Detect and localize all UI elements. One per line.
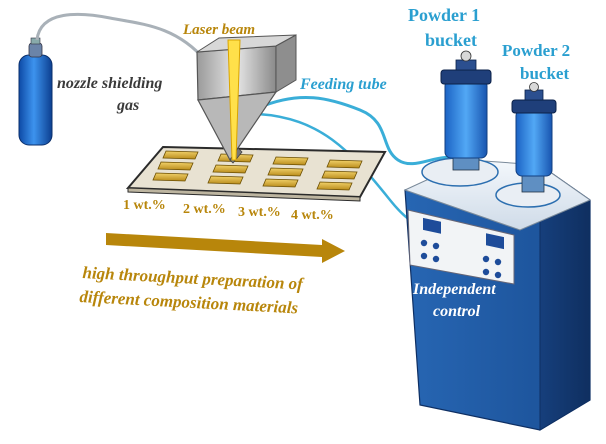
composition-label-4: 4 wt.% [291,208,334,223]
sample-bars [152,150,363,191]
feeding-tube-1 [257,96,461,166]
powder-bucket-2 [495,82,561,208]
gas-hose [35,12,207,61]
process-arrow [106,233,345,263]
control-panel [407,209,515,285]
sample-bar [272,156,309,166]
sample-bar [207,175,244,185]
sample-bar [162,150,199,160]
panel-knob [482,255,490,263]
powder2-label-line2: bucket [520,64,570,83]
laser-beam [227,39,241,161]
nozzle-gas-label-line1: nozzle shielding [57,75,163,92]
sample-bar [267,167,304,177]
laser-beam-label: Laser beam [183,22,256,38]
control-label-line2: control [433,303,481,320]
powder1-label-line1: Powder 1 [408,5,481,25]
sample-bar [321,170,358,180]
sample-bar [152,172,189,182]
feeding-tube-label: Feeding tube [300,76,387,93]
panel-knob [494,271,502,279]
sample-bar [326,159,363,169]
panel-display-right [486,233,504,250]
gas-cylinder [18,37,53,146]
composition-label-1: 1 wt.% [123,198,166,213]
control-label-line1: Independent [413,281,496,298]
nozzle-gas-label-line2: gas [117,97,140,114]
sample-bar [212,164,249,174]
panel-display-left [423,217,441,234]
powder2-label-line1: Powder 2 [502,41,571,60]
sample-bar [157,161,194,171]
panel-knob [432,242,440,250]
panel-knob [494,258,502,266]
powder-bucket-1 [421,50,499,187]
composition-label-2: 2 wt.% [183,202,226,217]
panel-knob [432,255,440,263]
panel-knob [482,268,490,276]
panel-knob [420,239,428,247]
powder1-label-line2: bucket [425,30,478,50]
sample-bar [316,181,353,191]
composition-label-3: 3 wt.% [238,205,281,220]
panel-knob [420,252,428,260]
sample-bar [262,178,299,188]
